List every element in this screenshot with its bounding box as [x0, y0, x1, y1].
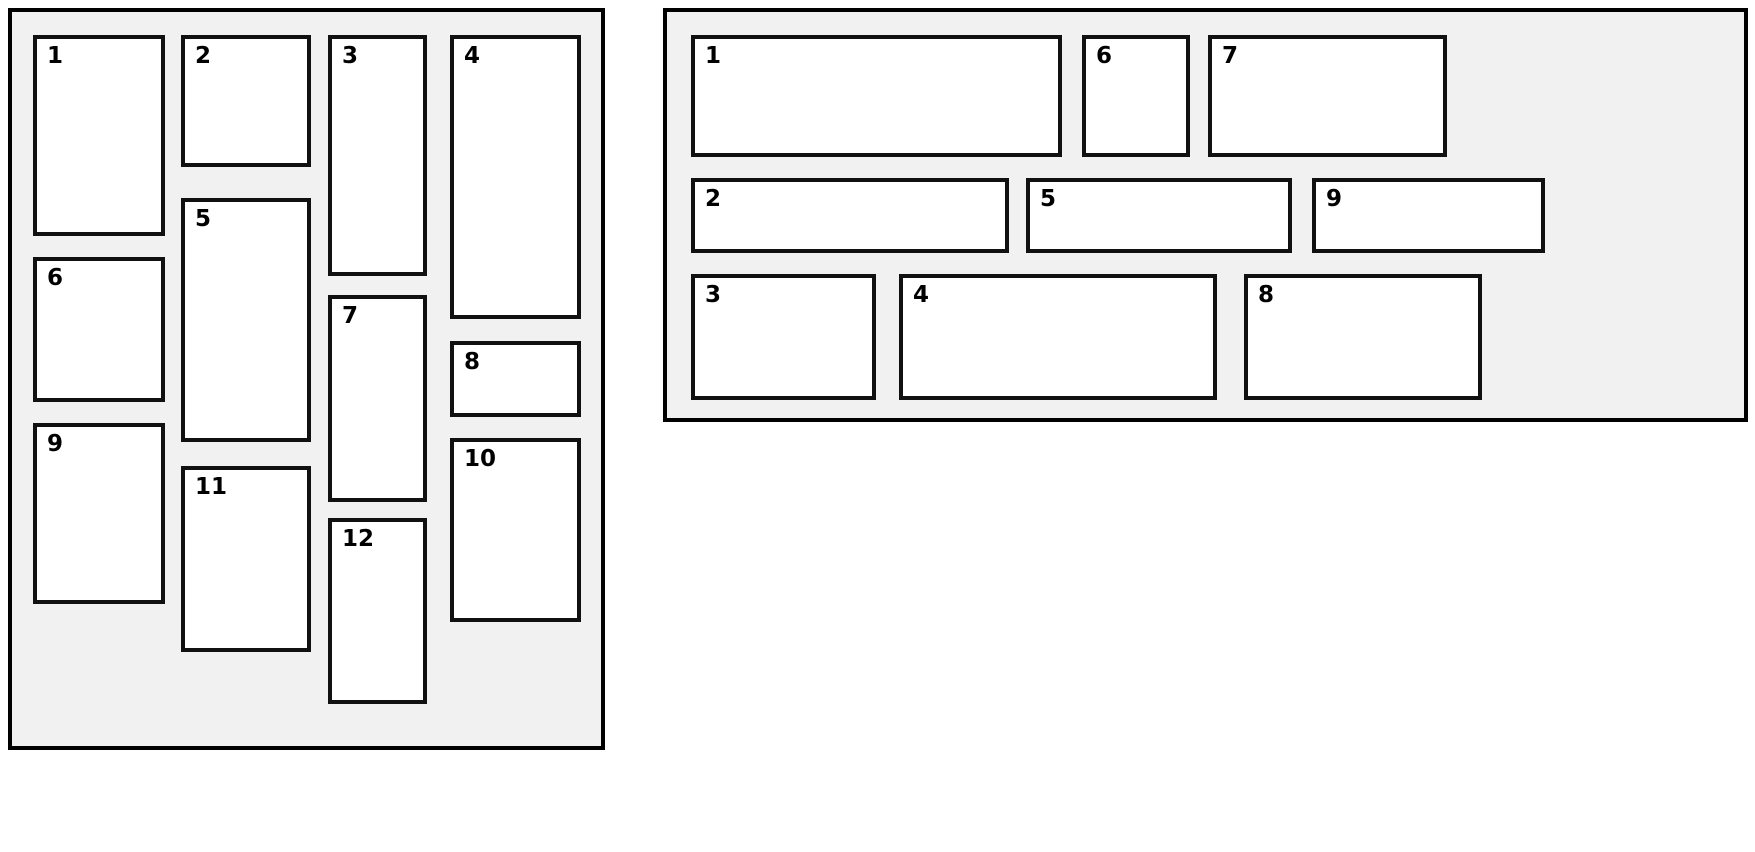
layout-box-10[interactable]: 10: [450, 438, 581, 622]
layout-box-label: 3: [705, 282, 722, 308]
layout-box-label: 7: [342, 303, 359, 329]
layout-box-label: 8: [464, 349, 481, 375]
right-panel: 1 6 7 2 5 9 3 4 8: [663, 8, 1748, 422]
layout-box-2[interactable]: 2: [691, 178, 1009, 253]
layout-box-label: 4: [464, 43, 481, 69]
layout-box-label: 2: [705, 186, 722, 212]
layout-box-6[interactable]: 6: [33, 257, 165, 402]
layout-box-label: 5: [195, 206, 212, 232]
layout-box-1[interactable]: 1: [33, 35, 165, 236]
layout-box-9[interactable]: 9: [1312, 178, 1545, 253]
layout-box-4[interactable]: 4: [899, 274, 1217, 400]
layout-box-label: 9: [1326, 186, 1343, 212]
layout-box-label: 8: [1258, 282, 1275, 308]
layout-box-label: 3: [342, 43, 359, 69]
layout-box-5[interactable]: 5: [181, 198, 311, 442]
layout-box-12[interactable]: 12: [328, 518, 427, 704]
layout-box-label: 12: [342, 526, 375, 552]
layout-box-label: 2: [195, 43, 212, 69]
layout-box-4[interactable]: 4: [450, 35, 581, 319]
layout-box-2[interactable]: 2: [181, 35, 311, 167]
layout-box-label: 7: [1222, 43, 1239, 69]
layout-box-3[interactable]: 3: [691, 274, 876, 400]
layout-box-7[interactable]: 7: [1208, 35, 1447, 157]
layout-box-3[interactable]: 3: [328, 35, 427, 276]
layout-box-8[interactable]: 8: [450, 341, 581, 417]
layout-box-8[interactable]: 8: [1244, 274, 1482, 400]
layout-box-label: 10: [464, 446, 497, 472]
layout-box-5[interactable]: 5: [1026, 178, 1292, 253]
layout-box-label: 5: [1040, 186, 1057, 212]
layout-box-label: 4: [913, 282, 930, 308]
layout-box-label: 1: [47, 43, 64, 69]
layout-box-9[interactable]: 9: [33, 423, 165, 604]
layout-box-1[interactable]: 1: [691, 35, 1062, 157]
layout-box-label: 1: [705, 43, 722, 69]
layout-box-11[interactable]: 11: [181, 466, 311, 652]
layout-box-label: 11: [195, 474, 228, 500]
layout-box-label: 6: [47, 265, 64, 291]
layout-box-6[interactable]: 6: [1082, 35, 1190, 157]
layout-box-label: 9: [47, 431, 64, 457]
layout-box-label: 6: [1096, 43, 1113, 69]
layout-box-7[interactable]: 7: [328, 295, 427, 502]
